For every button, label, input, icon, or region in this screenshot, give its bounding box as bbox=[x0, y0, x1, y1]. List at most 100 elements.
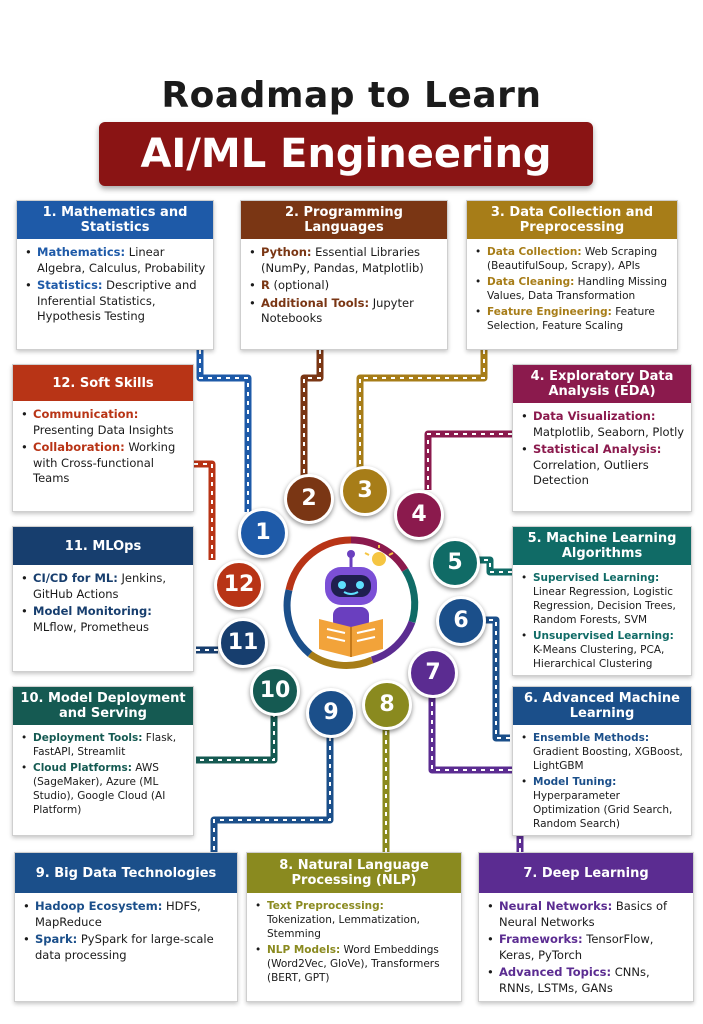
step-badge-1: 1 bbox=[238, 508, 288, 558]
item-value: Linear Regression, Logistic Regression, … bbox=[533, 586, 676, 626]
item-key: Advanced Topics: bbox=[499, 965, 612, 979]
section-card-soft-skills: 12. Soft Skills Communication: Presentin… bbox=[12, 364, 194, 512]
section-items: Data Visualization: Matplotlib, Seaborn,… bbox=[513, 403, 691, 489]
item-value: Correlation, Outliers Detection bbox=[533, 457, 649, 488]
step-badge-8: 8 bbox=[362, 680, 412, 730]
item-value: Linear Algebra, Calculus, Probability bbox=[37, 245, 206, 275]
step-badge-10: 10 bbox=[250, 666, 300, 716]
step-badge-12: 12 bbox=[214, 560, 264, 610]
item-value: TensorFlow, Keras, PyTorch bbox=[499, 932, 654, 962]
section-items: Data Collection: Web Scraping (Beautiful… bbox=[467, 239, 677, 333]
item-key: Statistics: bbox=[37, 278, 103, 292]
section-card-deployment: 10. Model Deployment and Serving Deploym… bbox=[12, 686, 194, 836]
section-item: CI/CD for ML: Jenkins, GitHub Actions bbox=[21, 571, 187, 602]
item-key: Communication: bbox=[33, 407, 139, 421]
item-value: Flask, FastAPI, Streamlit bbox=[33, 732, 177, 758]
section-header: 8. Natural Language Processing (NLP) bbox=[247, 853, 461, 893]
step-badge-4: 4 bbox=[394, 490, 444, 540]
step-badge-11: 11 bbox=[218, 618, 268, 668]
section-item: Statistics: Descriptive and Inferential … bbox=[25, 278, 207, 325]
item-key: Python: bbox=[261, 245, 312, 259]
section-item: Feature Engineering: Feature Selection, … bbox=[475, 305, 671, 333]
section-item: Cloud Platforms: AWS (SageMaker), Azure … bbox=[21, 761, 187, 817]
section-items: Mathematics: Linear Algebra, Calculus, P… bbox=[17, 239, 213, 325]
section-card-advanced-ml: 6. Advanced Machine Learning Ensemble Me… bbox=[512, 686, 692, 836]
section-header: 3. Data Collection and Preprocessing bbox=[467, 201, 677, 239]
section-card-programming: 2. Programming Languages Python: Essenti… bbox=[240, 200, 448, 350]
item-value: PySpark for large-scale data processing bbox=[35, 932, 214, 962]
section-item: Collaboration: Working with Cross-functi… bbox=[21, 440, 187, 487]
item-value: Handling Missing Values, Data Transforma… bbox=[487, 276, 667, 302]
section-item: Hadoop Ecosystem: HDFS, MapReduce bbox=[23, 899, 231, 930]
item-key: Data Visualization: bbox=[533, 409, 656, 423]
item-value: K-Means Clustering, PCA, Hierarchical Cl… bbox=[533, 644, 665, 670]
step-badge-3: 3 bbox=[340, 466, 390, 516]
connector-2 bbox=[300, 350, 324, 476]
item-key: Supervised Learning: bbox=[533, 572, 660, 584]
item-value: Working with Cross-functional Teams bbox=[33, 440, 176, 485]
section-item: Additional Tools: Jupyter Notebooks bbox=[249, 295, 441, 327]
item-value: Descriptive and Inferential Statistics, … bbox=[37, 278, 197, 323]
item-value: Gradient Boosting, XGBoost, LightGBM bbox=[533, 746, 683, 772]
item-key: Frameworks: bbox=[499, 932, 583, 946]
item-value: Hyperparameter Optimization (Grid Search… bbox=[533, 790, 673, 830]
item-value: Web Scraping (BeautifulSoup, Scrapy), AP… bbox=[487, 246, 658, 272]
section-item: Mathematics: Linear Algebra, Calculus, P… bbox=[25, 245, 207, 276]
section-card-data-collection: 3. Data Collection and Preprocessing Dat… bbox=[466, 200, 678, 350]
section-items: Ensemble Methods: Gradient Boosting, XGB… bbox=[513, 725, 691, 831]
section-items: Neural Networks: Basics of Neural Networ… bbox=[479, 893, 693, 996]
section-header: 6. Advanced Machine Learning bbox=[513, 687, 691, 725]
section-card-mathematics: 1. Mathematics and Statistics Mathematic… bbox=[16, 200, 214, 350]
section-header: 9. Big Data Technologies bbox=[15, 853, 237, 893]
section-item: Python: Essential Libraries (NumPy, Pand… bbox=[249, 245, 441, 276]
section-item: Data Cleaning: Handling Missing Values, … bbox=[475, 275, 671, 303]
item-key: Text Preprocessing: bbox=[267, 900, 384, 912]
section-item: Deployment Tools: Flask, FastAPI, Stream… bbox=[21, 731, 187, 759]
item-value: Basics of Neural Networks bbox=[499, 899, 668, 929]
section-item: Ensemble Methods: Gradient Boosting, XGB… bbox=[521, 731, 685, 773]
section-item: Communication: Presenting Data Insights bbox=[21, 407, 187, 438]
robot-reading-icon bbox=[319, 545, 394, 657]
item-value: Word Embeddings (Word2Vec, GloVe), Trans… bbox=[267, 944, 440, 984]
section-header: 1. Mathematics and Statistics bbox=[17, 201, 213, 239]
section-items: Communication: Presenting Data InsightsC… bbox=[13, 401, 193, 487]
section-item: Supervised Learning: Linear Regression, … bbox=[521, 571, 685, 627]
section-header: 7. Deep Learning bbox=[479, 853, 693, 893]
item-value: Tokenization, Lemmatization, Stemming bbox=[267, 914, 420, 940]
item-key: Spark: bbox=[35, 932, 78, 946]
item-key: Collaboration: bbox=[33, 440, 125, 454]
connector-3 bbox=[356, 350, 488, 470]
section-items: Hadoop Ecosystem: HDFS, MapReduceSpark: … bbox=[15, 893, 237, 963]
title-line-1: Roadmap to Learn bbox=[161, 75, 542, 116]
item-key: Model Tuning: bbox=[533, 776, 617, 788]
item-key: Cloud Platforms: bbox=[33, 762, 132, 774]
section-item: Neural Networks: Basics of Neural Networ… bbox=[487, 899, 687, 930]
item-value: CNNs, RNNs, LSTMs, GANs bbox=[499, 965, 650, 995]
section-header: 10. Model Deployment and Serving bbox=[13, 687, 193, 725]
item-key: Neural Networks: bbox=[499, 899, 613, 913]
section-items: Python: Essential Libraries (NumPy, Pand… bbox=[241, 239, 447, 327]
section-header: 5. Machine Learning Algorithms bbox=[513, 527, 691, 565]
step-badge-9: 9 bbox=[306, 688, 356, 738]
section-card-nlp: 8. Natural Language Processing (NLP) Tex… bbox=[246, 852, 462, 1002]
section-item: Data Collection: Web Scraping (Beautiful… bbox=[475, 245, 671, 273]
section-item: Data Visualization: Matplotlib, Seaborn,… bbox=[521, 409, 685, 440]
item-key: Statistical Analysis: bbox=[533, 442, 662, 456]
section-card-eda: 4. Exploratory Data Analysis (EDA) Data … bbox=[512, 364, 692, 512]
item-value: HDFS, MapReduce bbox=[35, 899, 201, 929]
section-card-mlops: 11. MLOps CI/CD for ML: Jenkins, GitHub … bbox=[12, 526, 194, 672]
item-value: Presenting Data Insights bbox=[33, 422, 174, 437]
item-value: AWS (SageMaker), Azure (ML Studio), Goog… bbox=[33, 762, 166, 816]
step-badge-2: 2 bbox=[284, 474, 334, 524]
item-value: Jupyter Notebooks bbox=[261, 295, 414, 326]
section-header: 2. Programming Languages bbox=[241, 201, 447, 239]
item-key: Unsupervised Learning: bbox=[533, 630, 674, 642]
connector-7 bbox=[428, 684, 524, 852]
step-badge-6: 6 bbox=[436, 596, 486, 646]
section-card-deep-learning: 7. Deep Learning Neural Networks: Basics… bbox=[478, 852, 694, 1002]
section-card-ml-algorithms: 5. Machine Learning Algorithms Supervise… bbox=[512, 526, 692, 676]
item-value: Matplotlib, Seaborn, Plotly bbox=[533, 424, 685, 439]
section-item: Frameworks: TensorFlow, Keras, PyTorch bbox=[487, 932, 687, 963]
section-item: Spark: PySpark for large-scale data proc… bbox=[23, 932, 231, 963]
